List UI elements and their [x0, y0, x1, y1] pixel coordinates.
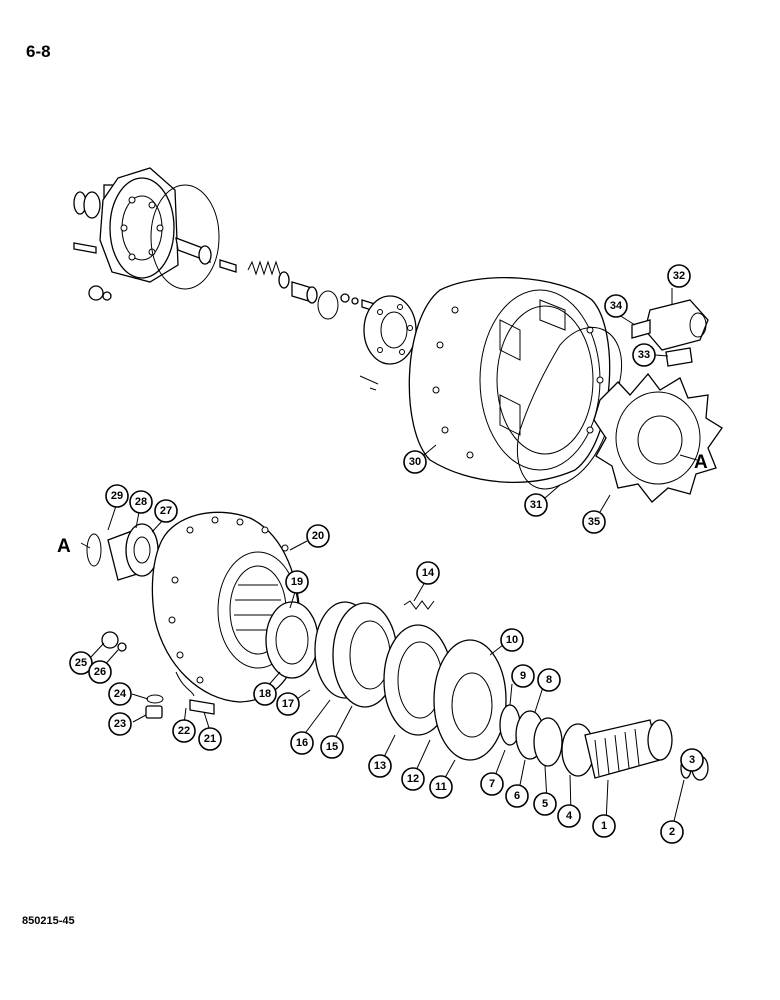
- callout-23: 23: [108, 712, 132, 736]
- callout-21: 21: [198, 727, 222, 751]
- callout-label: 10: [506, 634, 518, 646]
- callout-9: 9: [511, 664, 535, 688]
- callout-label: 35: [588, 516, 600, 528]
- callout-label: 18: [259, 688, 271, 700]
- callout-label: 22: [178, 725, 190, 737]
- callout-19: 19: [285, 570, 309, 594]
- callout-28: 28: [129, 490, 153, 514]
- callout-label: 7: [489, 778, 495, 790]
- callout-label: 19: [291, 576, 303, 588]
- wheel-hub-housing: [408, 277, 611, 483]
- callout-27: 27: [154, 499, 178, 523]
- callout-label: 11: [435, 781, 447, 793]
- ring-gear-19-18: [265, 601, 319, 679]
- callout-label: 2: [669, 826, 675, 838]
- bearing-plate-upper: [359, 295, 417, 391]
- callout-label: 8: [546, 674, 552, 686]
- callout-label: 15: [326, 741, 338, 753]
- callout-label: 6: [514, 790, 520, 802]
- callout-11: 11: [429, 775, 453, 799]
- view-marker-a-upper: A: [694, 452, 708, 473]
- callout-15: 15: [320, 735, 344, 759]
- callout-25: 25: [69, 651, 93, 675]
- motor-end-cap: [73, 167, 179, 301]
- callout-label: 1: [601, 820, 607, 832]
- callout-label: 21: [204, 733, 216, 745]
- callout-6: 6: [505, 784, 529, 808]
- callout-33: 33: [632, 343, 656, 367]
- plate-11-10: [433, 639, 507, 761]
- callout-label: 14: [422, 567, 435, 579]
- callout-2: 2: [660, 820, 684, 844]
- callout-label: 13: [374, 760, 386, 772]
- callout-24: 24: [108, 682, 132, 706]
- callout-label: 25: [75, 657, 87, 669]
- callout-16: 16: [290, 731, 314, 755]
- callout-label: 33: [638, 349, 650, 361]
- callout-1: 1: [592, 814, 616, 838]
- o-ring-31: [516, 326, 622, 490]
- callout-20: 20: [306, 524, 330, 548]
- callout-22: 22: [172, 719, 196, 743]
- callout-label: 9: [520, 670, 526, 682]
- callout-12: 12: [401, 767, 425, 791]
- callout-34: 34: [604, 294, 628, 318]
- callout-label: 27: [160, 505, 172, 517]
- callout-3: 3: [680, 748, 704, 772]
- plug-parts-21-26: [101, 631, 215, 719]
- callout-label: 30: [409, 456, 421, 468]
- callout-31: 31: [524, 493, 548, 517]
- page-number: 6-8: [26, 42, 51, 61]
- output-shaft-1: [561, 719, 673, 779]
- callout-label: 34: [610, 300, 623, 312]
- callout-label: 4: [566, 810, 573, 822]
- spring-14: [403, 600, 435, 610]
- callout-label: 12: [407, 773, 419, 785]
- relief-valve-32: [631, 299, 709, 351]
- valve-spool-and-shaft: [175, 236, 379, 320]
- callout-label: 23: [114, 718, 126, 730]
- callout-label: 16: [296, 737, 308, 749]
- callout-label: 5: [542, 798, 548, 810]
- bearing-9-8-7-6-5: [499, 704, 563, 767]
- callout-5: 5: [533, 792, 557, 816]
- o-ring-large: [150, 184, 220, 290]
- callout-label: 32: [673, 270, 685, 282]
- callout-label: 24: [114, 688, 127, 700]
- callout-7: 7: [480, 772, 504, 796]
- callout-18: 18: [253, 682, 277, 706]
- callout-label: 3: [689, 754, 695, 766]
- callout-4: 4: [557, 804, 581, 828]
- callout-32: 32: [667, 264, 691, 288]
- callout-label: 29: [111, 490, 123, 502]
- callout-label: 31: [530, 499, 542, 511]
- callout-14: 14: [416, 561, 440, 585]
- drive-hub-35: [593, 372, 723, 503]
- callout-35: 35: [582, 510, 606, 534]
- callout-30: 30: [403, 450, 427, 474]
- callout-17: 17: [276, 692, 300, 716]
- callout-10: 10: [500, 628, 524, 652]
- callout-8: 8: [537, 668, 561, 692]
- plug-33: [665, 347, 693, 367]
- document-code: 850215-45: [22, 915, 75, 927]
- callout-label: 28: [135, 496, 147, 508]
- callout-label: 20: [312, 530, 324, 542]
- callout-13: 13: [368, 754, 392, 778]
- bearing-29-28-27: [86, 523, 159, 581]
- callout-label: 26: [94, 666, 106, 678]
- view-marker-a-lower: A: [57, 536, 71, 557]
- callout-label: 17: [282, 698, 294, 710]
- callout-26: 26: [88, 660, 112, 684]
- callout-29: 29: [105, 484, 129, 508]
